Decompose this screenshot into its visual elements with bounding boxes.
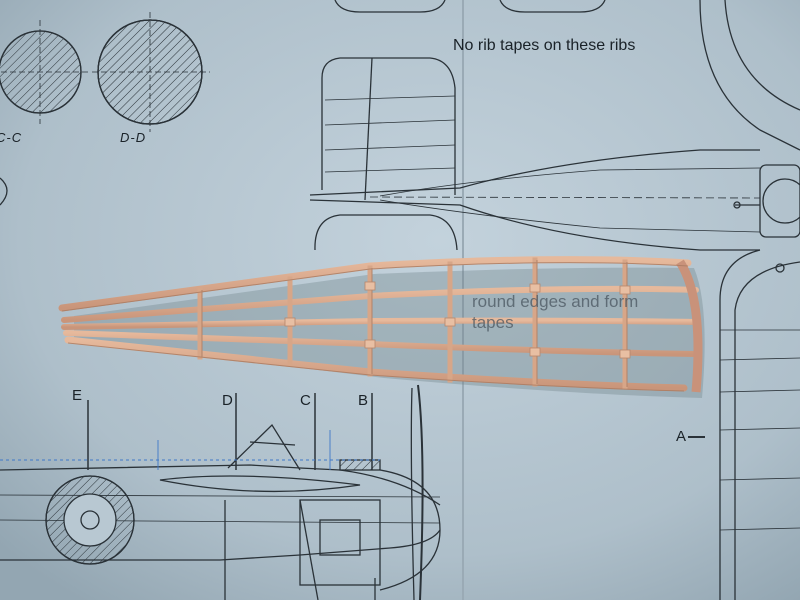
station-label-a: A [676,428,687,445]
pencil-marks [0,430,380,470]
section-label-d-d: D-D [120,130,147,145]
top-outline-left [334,0,446,13]
station-label-b: B [358,392,369,409]
top-outline-right [499,0,606,13]
fuselage-top-view [309,149,800,251]
station-label-d: D [222,392,233,409]
balsa-fuselage-frame [58,256,705,398]
station-label-c: C [300,392,311,409]
obscured-note-line-1: round edges and form [472,292,639,311]
rib-tapes-note: No rib tapes on these ribs [453,37,636,54]
partial-circle-left [0,177,8,206]
aircraft-side-view [0,384,441,600]
station-label-e: E [72,387,83,404]
section-d-d [92,12,210,132]
section-c-c [0,20,90,124]
fuselage-right-drawing [688,0,800,600]
obscured-note-line-2: tapes [472,313,514,332]
tail-fin-drawing [314,57,458,251]
section-label-c-c: C-C [0,130,23,145]
